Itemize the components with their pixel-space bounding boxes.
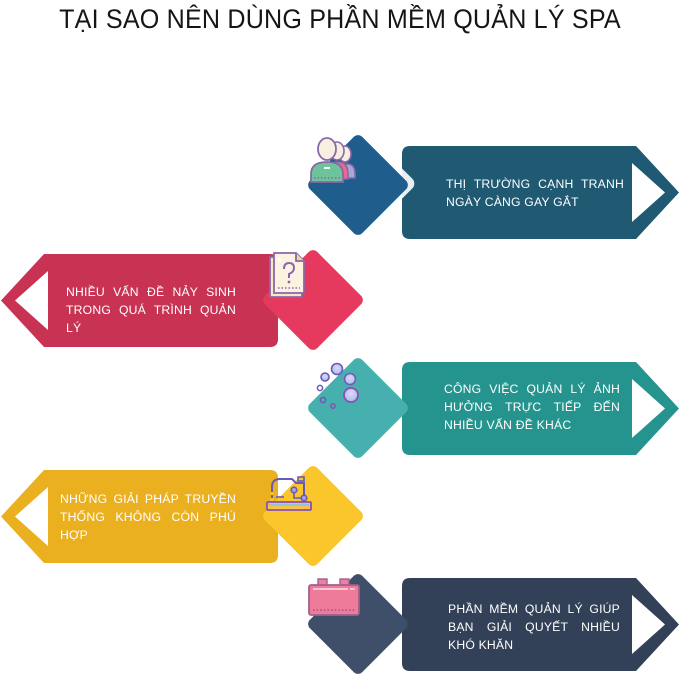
banner-item-3: CÔNG VIỆC QUẢN LÝ ẢNH HƯỞNG TRỰC TIẾP ĐẾ… bbox=[400, 362, 680, 455]
banner-shape-left bbox=[1, 470, 278, 563]
banner-shape-right bbox=[402, 146, 679, 239]
banner-item-4: NHỮNG GIẢI PHÁP TRUYỀN THỐNG KHÔNG CÒN P… bbox=[0, 470, 280, 563]
arrow-right-icon bbox=[632, 595, 665, 654]
arrow-left-icon bbox=[15, 487, 48, 546]
banner-shape-left bbox=[1, 254, 278, 347]
item-text: PHẦN MỀM QUẢN LÝ GIÚP BẠN GIẢI QUYẾT NHI… bbox=[448, 602, 620, 652]
item-text: CÔNG VIỆC QUẢN LÝ ẢNH HƯỞNG TRỰC TIẾP ĐẾ… bbox=[444, 382, 620, 432]
item-text: NHIỀU VẤN ĐỀ NẢY SINH TRONG QUÁ TRÌNH QU… bbox=[66, 285, 236, 335]
item-text: THỊ TRƯỜNG CẠNH TRANH NGÀY CÀNG GAY GẮT bbox=[446, 177, 624, 209]
sewing-machine-icon bbox=[266, 476, 312, 511]
page-title: TẠI SAO NÊN DÙNG PHẦN MỀM QUẢN LÝ SPA bbox=[59, 4, 621, 34]
banner-shape-right bbox=[402, 362, 679, 455]
battery-block-icon bbox=[308, 578, 360, 616]
diamond-item-1 bbox=[301, 127, 415, 240]
banner-item-1: THỊ TRƯỜNG CẠNH TRANH NGÀY CÀNG GAY GẮT bbox=[400, 146, 680, 239]
banner-shape-right bbox=[402, 578, 679, 671]
diamond-item-2 bbox=[258, 245, 368, 355]
arrow-left-icon bbox=[15, 271, 48, 330]
diamond-item-5 bbox=[303, 569, 413, 679]
diamond-item-4 bbox=[258, 461, 368, 571]
banner-item-5: PHẦN MỀM QUẢN LÝ GIÚP BẠN GIẢI QUYẾT NHI… bbox=[400, 578, 680, 671]
diamond-item-3 bbox=[303, 353, 413, 463]
users-group-icon bbox=[310, 137, 356, 183]
question-document-icon bbox=[269, 252, 305, 298]
loading-circles-icon bbox=[316, 362, 359, 409]
arrow-right-icon bbox=[632, 163, 665, 222]
arrow-right-icon bbox=[632, 379, 665, 438]
banner-item-2: NHIỀU VẤN ĐỀ NẢY SINH TRONG QUÁ TRÌNH QU… bbox=[0, 254, 280, 347]
item-text: NHỮNG GIẢI PHÁP TRUYỀN THỐNG KHÔNG CÒN P… bbox=[60, 492, 236, 542]
